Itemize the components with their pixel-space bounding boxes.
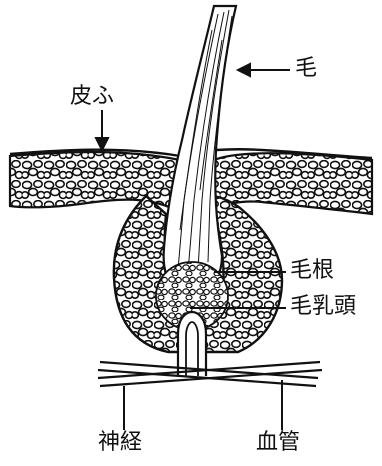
- label-blood-vessel: 血管: [256, 432, 300, 454]
- label-nerve: 神経: [98, 432, 142, 454]
- label-skin: 皮ふ: [70, 86, 114, 108]
- blood-vessel-tube: [98, 362, 322, 386]
- label-hair-root: 毛根: [290, 260, 334, 282]
- label-dermal-papilla: 毛乳頭: [290, 296, 356, 318]
- label-hair: 毛: [295, 58, 317, 80]
